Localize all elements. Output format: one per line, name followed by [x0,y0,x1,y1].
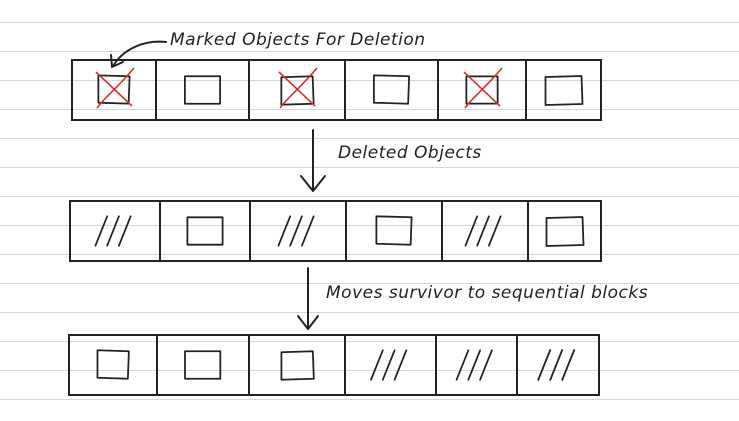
deleted-objects-label: Deleted Objects [338,143,482,163]
ruling-line [0,109,739,110]
down-arrow-icon [300,129,326,192]
object-icon [184,350,222,380]
deleted-cell [71,202,161,260]
row-marked [71,59,602,121]
deleted-cell [346,336,438,394]
object-cell [250,336,346,394]
object-cell [157,61,250,119]
hatch-marks-icon [455,349,493,381]
ruling-line [0,196,739,197]
deleted-cell [518,336,598,394]
object-cell [346,61,439,119]
object-cell [158,336,250,394]
ruling-line [0,312,739,313]
object-icon [186,216,224,246]
marked-object-cell [73,61,157,119]
deleted-cell [251,202,347,260]
row-deleted [69,200,602,262]
object-cell [161,202,251,260]
hatch-marks-icon [94,215,132,247]
object-icon [545,216,585,247]
crossed-object-icon [463,67,503,109]
ruling-line [0,225,739,226]
ruling-line [0,399,739,400]
ruling-line [0,254,739,255]
object-cell [529,202,600,260]
deleted-cell [437,336,518,394]
object-cell [347,202,443,260]
down-arrow-icon [297,267,319,330]
crossed-object-icon [95,67,135,109]
ruling-line [0,22,739,23]
marked-objects-label: Marked Objects For Deletion [170,30,426,50]
ruling-line [0,80,739,81]
hatch-marks-icon [464,215,502,247]
object-icon [96,349,130,380]
moves-survivor-label: Moves survivor to sequential blocks [326,283,649,303]
deleted-cell [443,202,529,260]
object-icon [184,75,221,105]
marked-object-cell [439,61,527,119]
crossed-object-icon [278,67,318,109]
hatch-marks-icon [536,349,575,381]
marked-object-cell [250,61,346,119]
ruling-line [0,370,739,371]
object-cell [527,61,600,119]
object-icon [544,75,584,106]
ruling-line [0,138,739,139]
ruling-line [0,341,739,342]
ruling-line [0,283,739,284]
object-cell [70,336,159,394]
hatch-marks-icon [370,349,408,381]
object-icon [280,350,315,381]
row-compacted [68,334,600,396]
object-icon [373,74,410,105]
object-icon [375,215,413,246]
hatch-marks-icon [277,215,315,247]
ruling-line [0,51,739,52]
ruling-line [0,167,739,168]
